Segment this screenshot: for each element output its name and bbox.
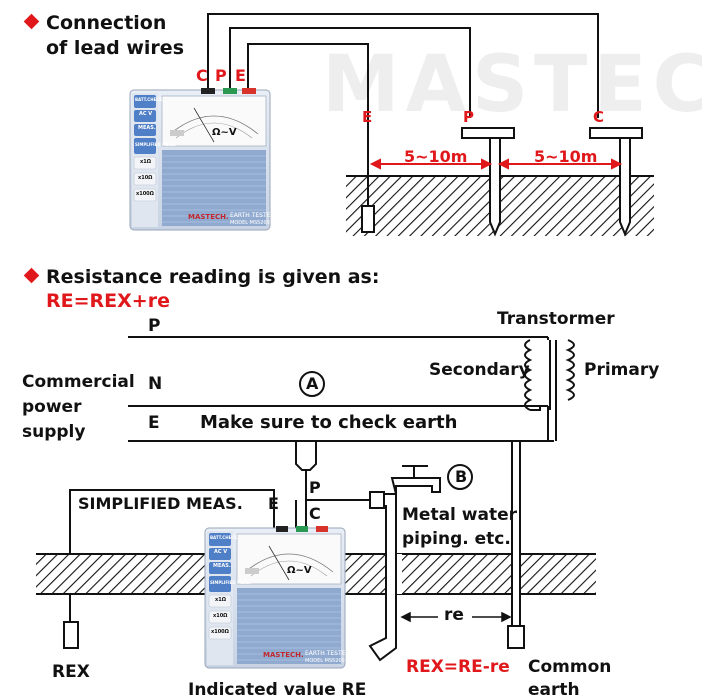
re-arrow — [400, 611, 512, 623]
water-pipe — [368, 465, 441, 662]
meter-bottom-button-label-6: x100Ω — [211, 629, 229, 635]
transformer-label: Transtormer — [497, 309, 615, 329]
terminal-e-label: E — [235, 66, 246, 85]
earth-plug — [295, 440, 317, 500]
common-earth-rod — [507, 440, 525, 649]
lead-wires — [207, 13, 599, 118]
meter-bottom-model-line1: EARTH TESTER — [305, 650, 350, 657]
meter-bottom-button-label-5: x10Ω — [213, 613, 228, 619]
bullet-diamond-icon-2 — [23, 267, 40, 284]
meter-bottom-button-label-1: AC V — [214, 549, 228, 555]
meter-top-button-label-3: SIMPLIFIED MEAS. — [135, 142, 177, 147]
supply-label-line2: power — [22, 397, 82, 417]
terminal-p-label: P — [215, 66, 227, 85]
section1-heading-line1: Connection — [46, 12, 167, 34]
meter-bottom-button-label-4: x1Ω — [215, 597, 226, 603]
meter-p-label: P — [309, 478, 321, 497]
meter-top-brand: MASTECH. — [188, 213, 229, 221]
simplified-meas-label: SIMPLIFIED MEAS. — [78, 494, 243, 513]
re-label: re — [444, 605, 464, 625]
meter-c-label: C — [309, 504, 321, 523]
p-spike — [461, 127, 515, 237]
meter-top-button-label-4: x1Ω — [140, 159, 151, 165]
common-earth-line1: Common — [528, 657, 612, 677]
supply-lines — [128, 336, 554, 442]
circle-a — [299, 371, 325, 397]
water-label-line1: Metal water — [402, 505, 518, 525]
meter-top-button-label-0: BATT.CHECK — [135, 97, 163, 102]
distance-label-1: 5~10m — [404, 147, 468, 166]
meter-top-model-line2: MODEL MS5209 — [230, 220, 270, 226]
meter-bottom-button-label-2: MEAS. — [213, 563, 231, 569]
section2-heading: Resistance reading is given as: — [23, 266, 380, 288]
line-n-label: N — [148, 374, 163, 394]
transformer — [524, 337, 575, 441]
water-label-line2: piping. etc. — [402, 529, 511, 549]
rex-label: REX — [52, 662, 90, 682]
section1-heading-line2: of lead wires — [46, 37, 185, 59]
circle-a-label: A — [306, 374, 319, 393]
primary-label: Primary — [584, 360, 660, 380]
section1-heading: Connection — [23, 12, 167, 34]
distance-arrows — [369, 158, 623, 170]
rex-formula-label: REX=RE-re — [406, 657, 510, 677]
watermark-text: MASTEC — [322, 40, 702, 130]
distance-label-2: 5~10m — [534, 147, 598, 166]
line-e-label: E — [148, 413, 160, 433]
terminal-p-jack — [223, 88, 237, 94]
meter-bottom-button-label-0: BATT.CHECK — [210, 535, 238, 540]
meter-top-button-label-1: AC V — [139, 111, 153, 117]
section2-formula: RE=REX+re — [46, 290, 170, 312]
indicated-value-label: Indicated value RE — [188, 680, 367, 700]
circle-b-label: B — [455, 467, 468, 486]
common-earth-line2: earth — [528, 680, 580, 700]
electrode-p-label: P — [463, 108, 474, 126]
supply-label-line1: Commercial — [22, 372, 135, 392]
rex-electrode — [63, 621, 79, 649]
meter-e-label: E — [268, 494, 279, 513]
terminal-e-jack — [242, 88, 256, 94]
meter-bottom-button-label-3: SIMPLIFIED MEAS. — [210, 580, 252, 585]
electrode-c-label: C — [593, 108, 605, 126]
meter-top-scale-label: Ω~V — [212, 127, 237, 138]
meter-top-button-label-6: x100Ω — [136, 191, 154, 197]
secondary-label: Secondary — [429, 360, 530, 380]
section2-heading-text: Resistance reading is given as: — [46, 266, 380, 288]
meter-top-button-label-2: MEAS. — [138, 125, 156, 131]
supply-label-line3: supply — [22, 422, 86, 442]
c-spike — [589, 127, 643, 237]
meter-top-model-line1: EARTH TESTER — [230, 212, 275, 219]
meter-top-button-label-5: x10Ω — [138, 175, 153, 181]
circle-b — [447, 464, 473, 490]
line-p-label: P — [148, 316, 161, 336]
check-earth-label: Make sure to check earth — [200, 412, 458, 433]
meter-bottom-model-line2: MODEL MS5209 — [305, 658, 345, 664]
terminal-c-jack — [201, 88, 215, 94]
electrode-e-label: E — [362, 108, 373, 126]
meter-bottom-brand: MASTECH. — [263, 651, 304, 659]
terminal-c-label: C — [196, 66, 208, 85]
bullet-diamond-icon — [23, 13, 40, 30]
meter-bottom-scale-label: Ω~V — [287, 565, 312, 576]
